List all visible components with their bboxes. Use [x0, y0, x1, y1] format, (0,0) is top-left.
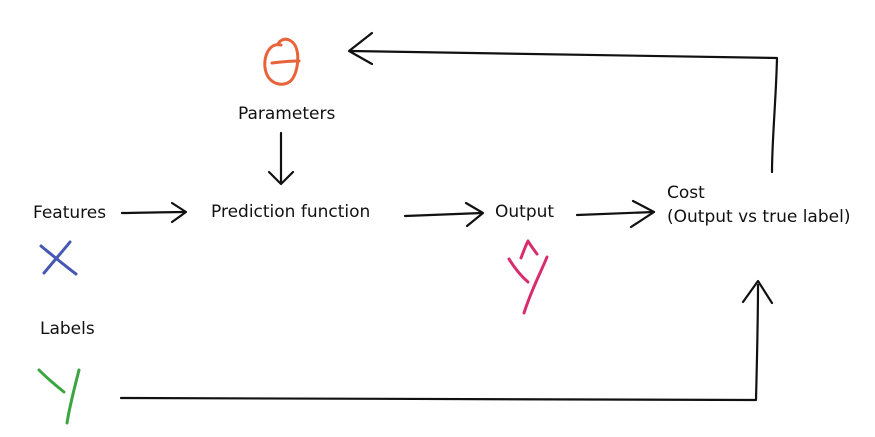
parameters-label: Parameters — [238, 104, 336, 124]
y-left-arm — [37, 368, 66, 394]
features-label: Features — [33, 203, 107, 223]
theta-crossbar — [270, 59, 301, 65]
output-label: Output — [495, 202, 555, 222]
y-stem — [65, 368, 81, 425]
arrow-parameters-to-prediction — [267, 131, 295, 186]
x-symbol — [39, 240, 78, 276]
x-stroke-1 — [39, 244, 78, 276]
theta-outline — [263, 37, 300, 86]
x-stroke-2 — [42, 240, 72, 275]
y-symbol — [37, 368, 81, 425]
cost-title-label: Cost — [667, 183, 705, 203]
arrow-output-to-cost — [575, 199, 656, 229]
theta-symbol — [263, 37, 301, 86]
arrow-labels-to-cost — [119, 279, 774, 402]
arrow-cost-to-parameters — [347, 31, 779, 174]
y-hat-stem — [522, 255, 549, 315]
y-hat-caret — [519, 239, 539, 260]
labels-label: Labels — [40, 319, 95, 339]
y-hat-left-arm — [507, 257, 530, 284]
arrow-features-to-prediction — [120, 201, 188, 224]
y-hat-symbol — [507, 239, 549, 315]
arrow-prediction-to-output — [403, 201, 485, 228]
cost-subtitle-label: (Output vs true label) — [667, 207, 851, 227]
prediction-function-label: Prediction function — [211, 202, 371, 222]
